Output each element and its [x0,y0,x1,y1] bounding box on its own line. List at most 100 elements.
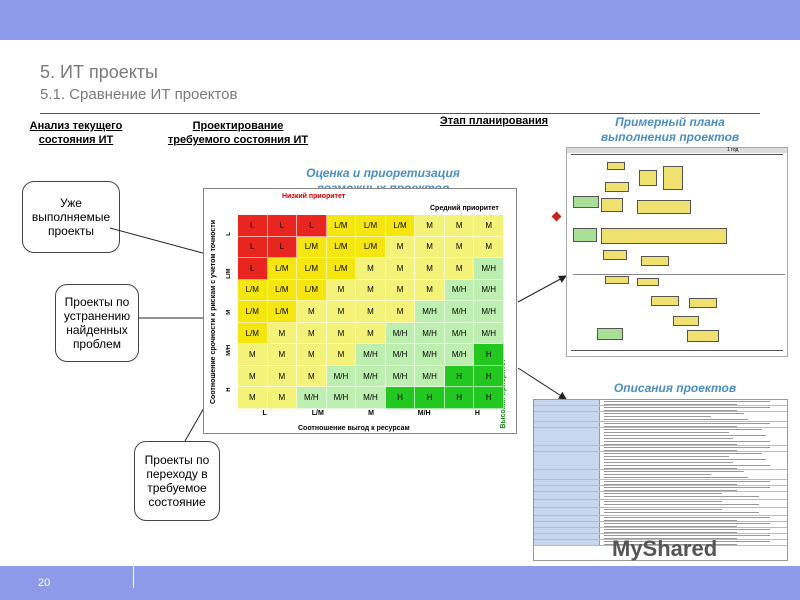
matrix-cell: M/H [356,387,386,409]
header-planning: Этап планирования [439,115,549,127]
header-design-line2: требуемого состояния ИТ [167,134,309,146]
description-row [534,452,787,470]
matrix-cell: L/M [297,236,327,259]
matrix-cell: M/H [297,387,327,409]
description-row [534,406,787,412]
matrix-cell: M/H [444,279,475,302]
matrix-cell: M [238,344,268,366]
description-text-line [604,453,762,454]
header-plan: Примерный плана выполнения проектов [580,115,760,145]
description-text-line [604,423,770,424]
plan-task [637,278,659,286]
matrix-col-label: M [368,410,374,417]
matrix-cell: L/M [326,236,357,259]
plan-timeline-bottom [571,350,783,351]
description-text-line [604,526,737,527]
watermark-logo: MyShared [612,536,718,561]
matrix-cell: H [474,365,504,388]
matrix-cell: M/H [415,365,445,388]
description-text-line [604,413,744,414]
bottom-banner [0,566,800,600]
description-text-line [604,444,737,445]
description-text-line [604,517,770,518]
matrix-cell: M [238,365,268,388]
matrix-cell: M/H [326,365,357,388]
description-text-line [604,481,770,482]
matrix-col-label: L [262,410,267,417]
matrix-cell: M/H [326,387,357,409]
matrix-cell: L/M [238,322,268,345]
matrix-cell: L/M [267,279,298,302]
header-analysis-line1: Анализ текущего [29,120,123,132]
matrix-cell: M/H [356,344,386,366]
box-existing-line: выполняемые [31,210,111,224]
description-text-line [604,435,766,436]
description-row [534,470,787,480]
matrix-cell: L/M [267,301,298,323]
matrix-cell: H [474,344,504,366]
plan-task [689,298,717,308]
matrix-cell: L [297,215,327,237]
matrix-col-label: H [474,410,480,417]
description-text-line [604,465,770,466]
low-priority-label: Низкий приоритет [282,193,346,200]
matrix-cell: L/M [297,258,327,280]
description-label-cell [534,446,600,451]
description-text-line [604,410,737,411]
description-text-line [604,429,762,430]
matrix-cell: M [267,365,298,388]
description-text-line [604,407,770,408]
matrix-cell: M [297,322,327,345]
matrix-row-label: H [226,387,232,392]
description-text-line [604,490,737,491]
title-divider [40,113,760,114]
matrix-cell: M [415,258,445,280]
plan-task [673,316,699,326]
description-label-cell [534,528,600,533]
matrix-cell: M/H [474,279,504,302]
description-row [534,446,787,452]
box-fixing-line: устранению [63,309,131,323]
box-transition-projects: Проекты по переходу в требуемое состояни… [134,441,220,521]
matrix-cell: M [356,279,386,302]
matrix-cell: M/H [415,301,445,323]
matrix-cell: M [385,279,416,302]
matrix-cell: M [326,344,357,366]
box-fixing-line: проблем [72,337,122,351]
description-text-line [604,432,729,433]
matrix-cell: M [474,236,504,259]
matrix-cell: M [356,301,386,323]
description-row [534,400,787,406]
description-label-cell [534,412,600,421]
box-fixing-line: найденных [66,323,128,337]
description-text-line [604,471,744,472]
matrix-cell: L [238,258,268,280]
matrix-cell: H [415,387,445,409]
description-row [534,412,787,422]
matrix-cell: M [415,236,445,259]
description-text-line [604,416,711,417]
matrix-cell: M [356,322,386,345]
description-label-cell [534,422,600,427]
description-row [534,428,787,446]
matrix-cell: H [385,387,416,409]
matrix-cell: M/H [444,322,475,345]
description-text-line [604,509,722,510]
slide-subtitle: 5.1. Сравнение ИТ проектов [40,86,238,103]
matrix-cell: L/M [238,301,268,323]
matrix-cell: M [385,301,416,323]
description-label-cell [534,470,600,479]
description-text-line [604,501,722,502]
description-label-cell [534,508,600,515]
description-row [534,540,787,546]
box-transition-line: требуемое [147,481,207,495]
plan-task [639,170,657,186]
description-label-cell [534,428,600,445]
description-label-cell [534,540,600,545]
box-fixing-projects: Проекты по устранению найденных проблем [55,284,139,362]
matrix-cell: M [267,387,298,409]
matrix-cell: M [297,365,327,388]
matrix-row-label: M [226,309,232,315]
